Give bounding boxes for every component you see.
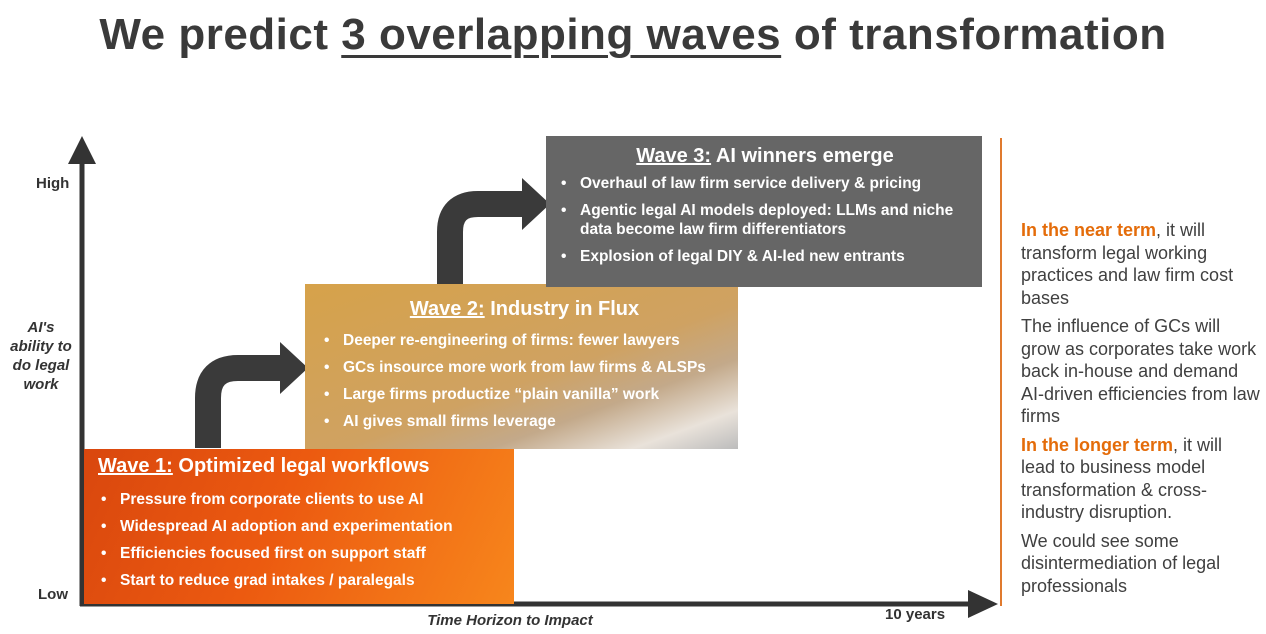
sidebar-commentary: In the near term, it will transform lega… <box>1021 219 1261 603</box>
wave-1-box: Wave 1: Optimized legal workflows Pressu… <box>84 449 514 604</box>
near-term-paragraph: In the near term, it will transform lega… <box>1021 219 1261 309</box>
y-axis-title: AI's ability to do legal work <box>10 319 72 393</box>
wave-3-bullets: Overhaul of law firm service delivery & … <box>558 174 972 266</box>
near-term-highlight: In the near term <box>1021 220 1157 240</box>
wave-1-bullets: Pressure from corporate clients to use A… <box>98 486 504 594</box>
list-item: Overhaul of law firm service delivery & … <box>558 174 972 193</box>
x-axis-arrowhead <box>968 590 998 618</box>
wave-1-label: Wave 1: <box>98 455 173 477</box>
y-axis-arrowhead <box>68 136 96 164</box>
wave-2-label: Wave 2: <box>409 298 485 320</box>
list-item: GCs insource more work from law firms & … <box>321 354 728 381</box>
wave-2-name: Industry in Flux <box>484 298 640 320</box>
list-item: Start to reduce grad intakes / paralegal… <box>98 567 504 594</box>
title-part1: We predict <box>99 10 342 59</box>
list-item: Deeper re-engineering of firms: fewer la… <box>321 327 728 354</box>
disintermediation-paragraph: We could see some disintermediation of l… <box>1021 530 1221 596</box>
step-arrow-1-head <box>280 342 308 394</box>
wave-3-label: Wave 3: <box>636 145 712 167</box>
list-item: Explosion of legal DIY & AI-led new entr… <box>558 247 972 266</box>
wave-3-heading: Wave 3: AI winners emerge <box>558 145 972 168</box>
title-part2: of transformation <box>781 10 1167 59</box>
wave-1-heading: Wave 1: Optimized legal workflows <box>98 455 504 478</box>
step-arrow-1 <box>195 355 282 448</box>
x-axis-title: Time Horizon to Impact <box>427 612 593 629</box>
longer-term-text: , it will lead to business model transfo… <box>1021 434 1223 523</box>
step-arrow-2-head <box>522 178 550 230</box>
step-arrow-2 <box>437 191 524 284</box>
list-item: Agentic legal AI models deployed: LLMs a… <box>558 201 972 239</box>
wave-1-name: Optimized legal workflows <box>172 455 430 477</box>
vertical-divider <box>1000 138 1002 606</box>
wave-3-box: Wave 3: AI winners emerge Overhaul of la… <box>546 136 982 287</box>
wave-2-heading: Wave 2: Industry in Flux <box>321 298 728 321</box>
page-title: We predict 3 overlapping waves of transf… <box>0 10 1266 60</box>
list-item: Widespread AI adoption and experimentati… <box>98 513 504 540</box>
wave-2-bullets: Deeper re-engineering of firms: fewer la… <box>321 327 728 435</box>
list-item: Efficiencies focused first on support st… <box>98 540 504 567</box>
list-item: Large firms productize “plain vanilla” w… <box>321 381 728 408</box>
longer-term-paragraph: In the longer term, it will lead to busi… <box>1021 434 1261 524</box>
x-axis-end-label: 10 years <box>885 606 946 623</box>
list-item: Pressure from corporate clients to use A… <box>98 486 504 513</box>
longer-term-highlight: In the longer term <box>1021 434 1174 455</box>
title-underlined: 3 overlapping waves <box>341 10 782 59</box>
influence-paragraph: The influence of GCs will grow as corpor… <box>1021 316 1260 426</box>
wave-3-name: AI winners emerge <box>711 145 894 167</box>
y-axis-high-label: High <box>36 175 70 192</box>
list-item: AI gives small firms leverage <box>321 408 728 435</box>
near-term-text: , it will transform legal working practi… <box>1021 220 1234 308</box>
wave-2-box: Wave 2: Industry in Flux Deeper re-engin… <box>305 284 738 449</box>
y-axis-low-label: Low <box>38 586 68 603</box>
